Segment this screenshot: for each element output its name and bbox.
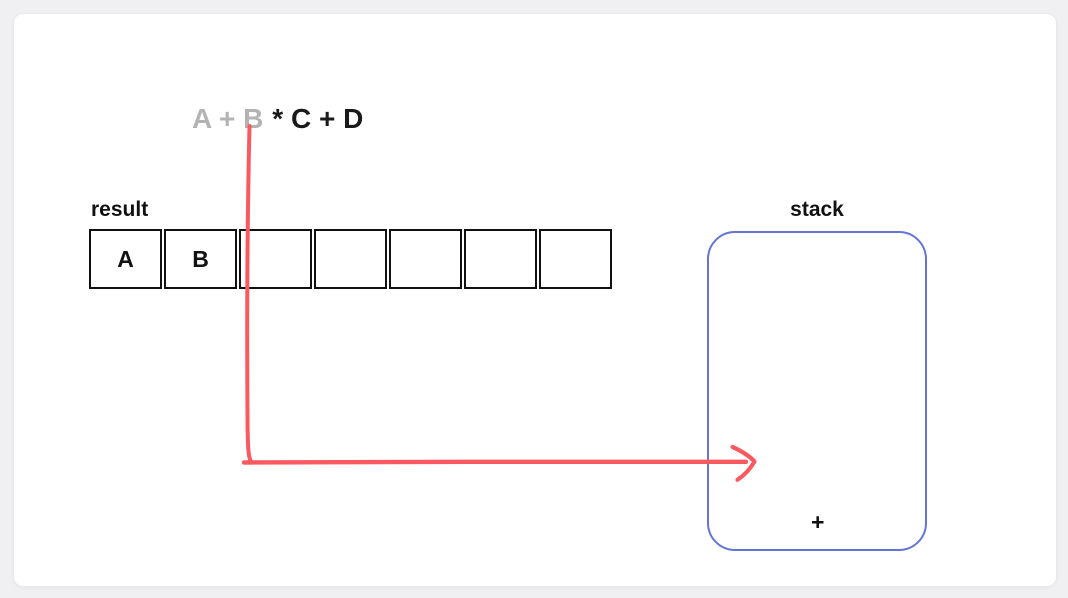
result-cell-1: B xyxy=(164,229,237,289)
stack-label: stack xyxy=(790,198,844,221)
expression-remaining-part: * C + D xyxy=(272,103,364,134)
expression-consumed-part: A + B xyxy=(192,103,264,134)
result-label: result xyxy=(91,198,149,221)
result-array: A B xyxy=(89,229,612,289)
result-cell-2 xyxy=(239,229,312,289)
stack-item-plus-operator: + xyxy=(810,509,825,535)
stack-box: + xyxy=(707,231,927,551)
result-cell-4 xyxy=(389,229,462,289)
result-cell-6 xyxy=(539,229,612,289)
infix-expression: A + B * C + D xyxy=(192,103,363,135)
result-cell-0: A xyxy=(89,229,162,289)
result-cell-3 xyxy=(314,229,387,289)
result-cell-5 xyxy=(464,229,537,289)
whiteboard-card: A + B * C + D result A B stack + xyxy=(13,13,1057,587)
